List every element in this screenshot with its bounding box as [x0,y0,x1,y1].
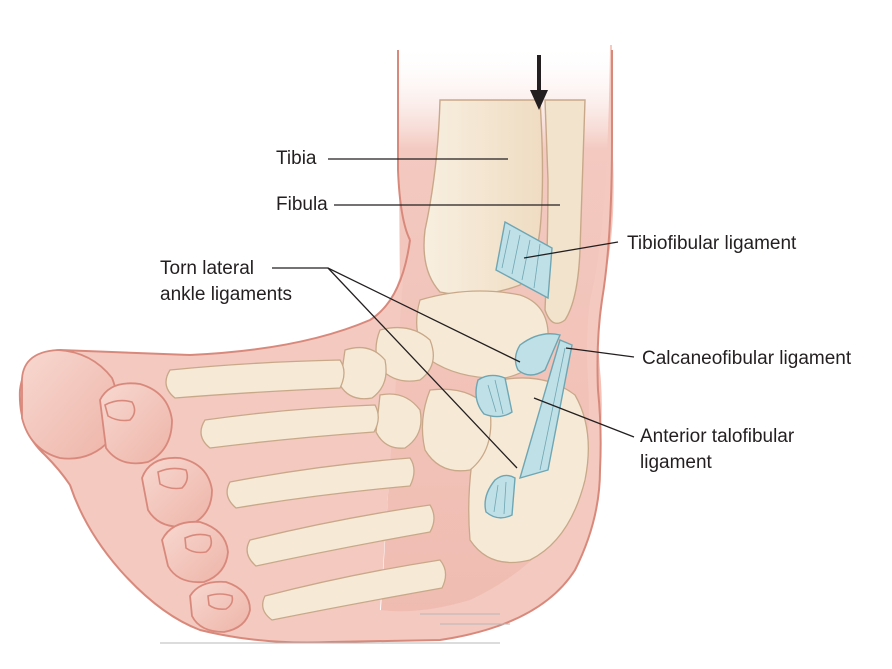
metatarsal-4 [246,504,435,567]
ligament-fibers [487,229,566,515]
label-tibiofibular-ligament: Tibiofibular ligament [627,233,797,254]
anterior-talofibular-ligament [475,374,513,418]
foot-outline [18,50,613,644]
second-toe [99,382,173,465]
torn-lateral-leader-2 [327,267,518,469]
toenails [104,399,234,610]
metatarsal-2 [200,404,379,449]
label-calcaneofibular-ligament: Calcaneofibular ligament [642,348,852,369]
leader-lines [272,158,635,469]
torn-ligament-upper [514,333,561,376]
label-anterior-talofibular-line1: Anterior talofibular [640,426,795,447]
foot-bones [165,290,589,621]
label-fibula: Fibula [276,194,328,215]
metatarsal-5 [262,559,447,621]
cuneiform-2 [375,393,422,449]
metatarsal-1 [165,359,345,399]
calcaneofibular-ligament [518,339,573,480]
label-torn-lateral-line2: ankle ligaments [160,284,293,305]
ground-lines [160,613,510,644]
tibiofibular-ligament [495,220,553,300]
label-torn-lateral-line1: Torn lateral [160,258,254,279]
fifth-toe [189,580,251,633]
third-toe [141,456,213,528]
torn-ligament-lower [484,474,516,519]
down-arrow-icon [530,55,548,110]
ligaments [475,220,573,519]
cuneiform-1 [339,346,387,400]
anterior-talofibular-leader [533,397,635,438]
label-tibia: Tibia [276,148,317,169]
leg-front-outline [397,50,411,241]
calcaneofibular-leader [565,347,635,358]
tibiofibular-leader [523,241,619,259]
metatarsal-3 [226,457,415,509]
label-anterior-talofibular-line2: ligament [640,452,712,473]
cuboid [421,388,492,472]
